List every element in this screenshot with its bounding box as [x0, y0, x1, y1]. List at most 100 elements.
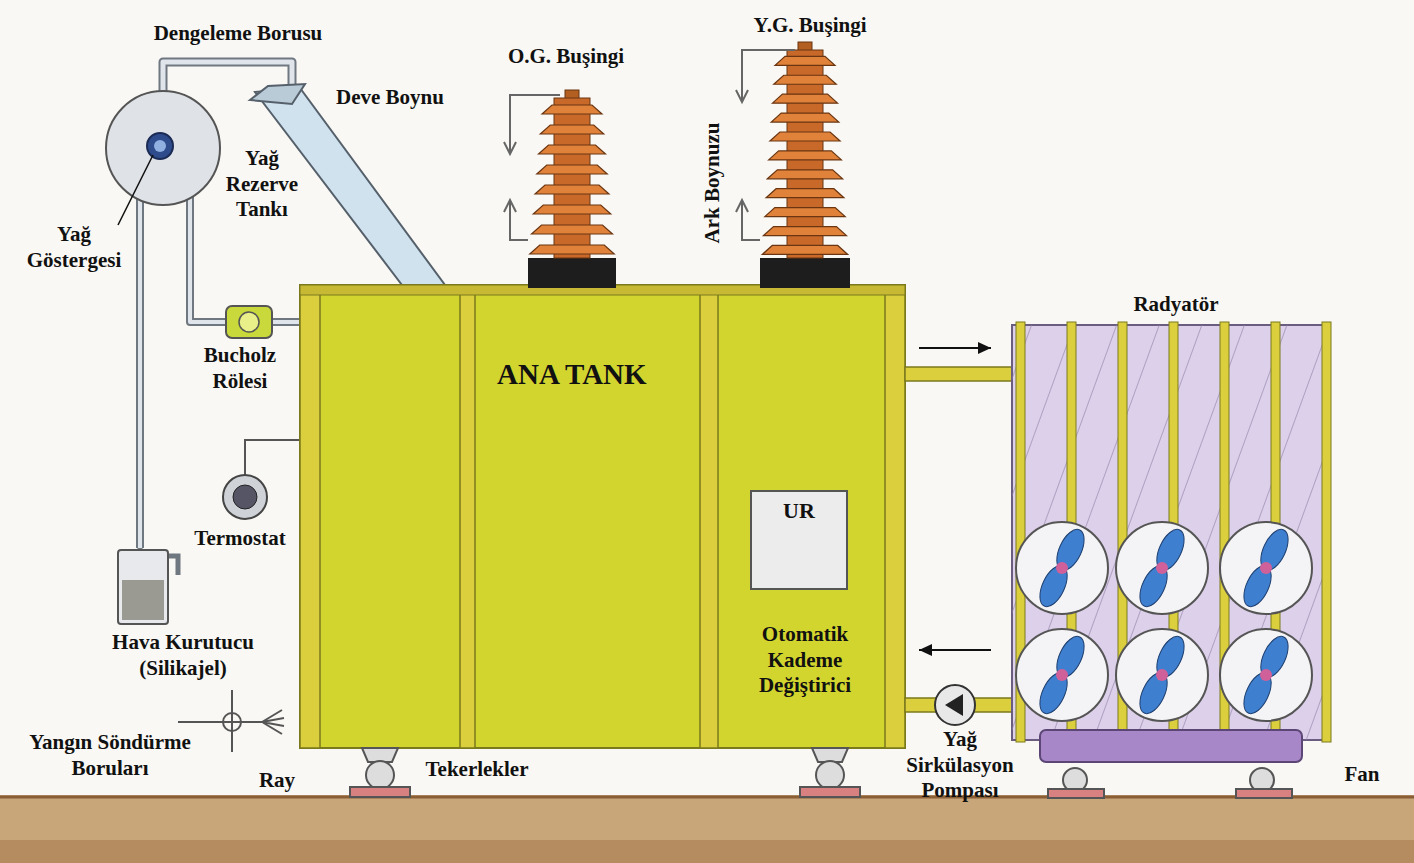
illustration-part: [736, 200, 748, 212]
illustration-part: [528, 258, 616, 288]
bushing-shed: [535, 185, 609, 194]
lv-bushing-base: [528, 258, 616, 288]
buchholz-relay: [226, 306, 272, 338]
fan-hub: [1056, 669, 1068, 681]
part-label: Yağ Sirkülasyon Pompası: [895, 727, 1025, 804]
part-label: Bucholz Rölesi: [190, 343, 290, 394]
fan-blade: [1034, 669, 1073, 718]
part-label: Yağ Rezerve Tankı: [217, 146, 307, 223]
fan-blade: [1151, 525, 1190, 574]
fire-extinguishing-pipes: [178, 690, 284, 752]
fan-housing: [1220, 522, 1312, 614]
illustration-part: [460, 285, 475, 748]
bushing-shed: [770, 132, 840, 141]
flow-line: [919, 347, 991, 349]
part-label: Termostat: [170, 526, 310, 552]
part-label: Hava Kurutucu (Silikajel): [91, 630, 276, 681]
bushing-shed: [772, 94, 837, 103]
flow-arrow: [919, 342, 991, 354]
part-label: Y.G. Buşingi: [725, 13, 895, 39]
fan-hub: [1260, 669, 1272, 681]
illustration-part: [800, 787, 860, 797]
main-tank: [300, 285, 905, 748]
bushing-shed: [532, 225, 613, 234]
illustration-part: [1040, 730, 1302, 762]
bushing-shed: [765, 208, 845, 217]
fan-blade: [1051, 525, 1090, 574]
illustration-part: [742, 50, 795, 100]
illustration-part: [350, 787, 410, 797]
fan-blade: [1238, 562, 1277, 611]
illustration-part: [178, 721, 262, 723]
node-text: UR: [752, 498, 846, 525]
illustration-part: [510, 95, 560, 152]
buchholz-window: [239, 312, 259, 332]
bushing-shed: [775, 56, 835, 65]
bushing-shed: [539, 145, 606, 154]
leader-line: [118, 155, 153, 225]
illustration-part: [136, 195, 144, 548]
fan-blade: [1255, 525, 1294, 574]
illustration-part: [885, 285, 905, 748]
bushing-shed: [769, 151, 842, 160]
arrow-head: [919, 644, 932, 656]
thermostat-dial: [233, 485, 257, 509]
part-label: Tekerlekler: [397, 757, 557, 783]
fan-blade: [1134, 562, 1173, 611]
fan-hub: [1260, 562, 1272, 574]
bushing-shed: [774, 75, 837, 84]
fan-housing: [1116, 629, 1208, 721]
illustration-part: [504, 142, 516, 154]
radiator-box: Radyatör: [1005, 292, 1347, 760]
part-label: Yağ Göstergesi: [9, 222, 139, 273]
illustration-part: [0, 840, 1414, 863]
fan-blade: [1255, 632, 1294, 681]
hv-bushing-base: [760, 258, 850, 288]
fan-housing: [1220, 629, 1312, 721]
fan-housing: [1016, 522, 1108, 614]
arrow-head: [978, 342, 991, 354]
bushing-shed: [530, 245, 615, 254]
thermostat: [223, 475, 267, 519]
illustration-part: [812, 748, 848, 762]
radiator-pipes: [905, 367, 1015, 712]
illustration-part: [816, 761, 844, 789]
illustration-part: [905, 367, 1015, 381]
illustration-part: [362, 748, 398, 762]
fan-blade: [1134, 669, 1173, 718]
bushing-shed: [762, 245, 847, 254]
fan-blade: [1034, 562, 1073, 611]
fan-housing: [1116, 522, 1208, 614]
part-label: O.G. Buşingi: [481, 44, 651, 70]
part-label: Fan: [1332, 762, 1392, 788]
illustration-part: [366, 761, 394, 789]
illustration-part: [736, 90, 748, 102]
fan-housing: [1016, 629, 1108, 721]
fans: [1016, 522, 1312, 721]
illustration-part: [0, 795, 1414, 863]
illustration-part: [1048, 789, 1104, 798]
fan-blade: [1151, 632, 1190, 681]
fan-hub: [1056, 562, 1068, 574]
part-label: Yangın Söndürme Boruları: [5, 730, 215, 781]
oil-gauge-center: [154, 140, 166, 152]
fan-hub: [1156, 669, 1168, 681]
illustration-part: [1236, 789, 1292, 798]
part-label: Deve Boynu: [310, 85, 470, 111]
bushing-shed: [764, 227, 847, 236]
illustration-part: [1016, 322, 1331, 742]
bushing-shed: [767, 170, 842, 179]
bushing-shed: [542, 105, 602, 114]
fan-blade: [1238, 669, 1277, 718]
part-label: Ray: [247, 768, 307, 794]
bushing-shed: [540, 125, 604, 134]
illustration-part: [262, 710, 284, 734]
oil-gauge-ring: [147, 133, 173, 159]
arc-horns: [504, 50, 795, 240]
illustration-part: [300, 285, 320, 748]
swan-neck-mouth: [250, 84, 305, 104]
illustration-part: [504, 200, 516, 212]
pipe-label: Dengeleme Borusu: [108, 21, 368, 47]
illustration-part: [760, 258, 850, 288]
